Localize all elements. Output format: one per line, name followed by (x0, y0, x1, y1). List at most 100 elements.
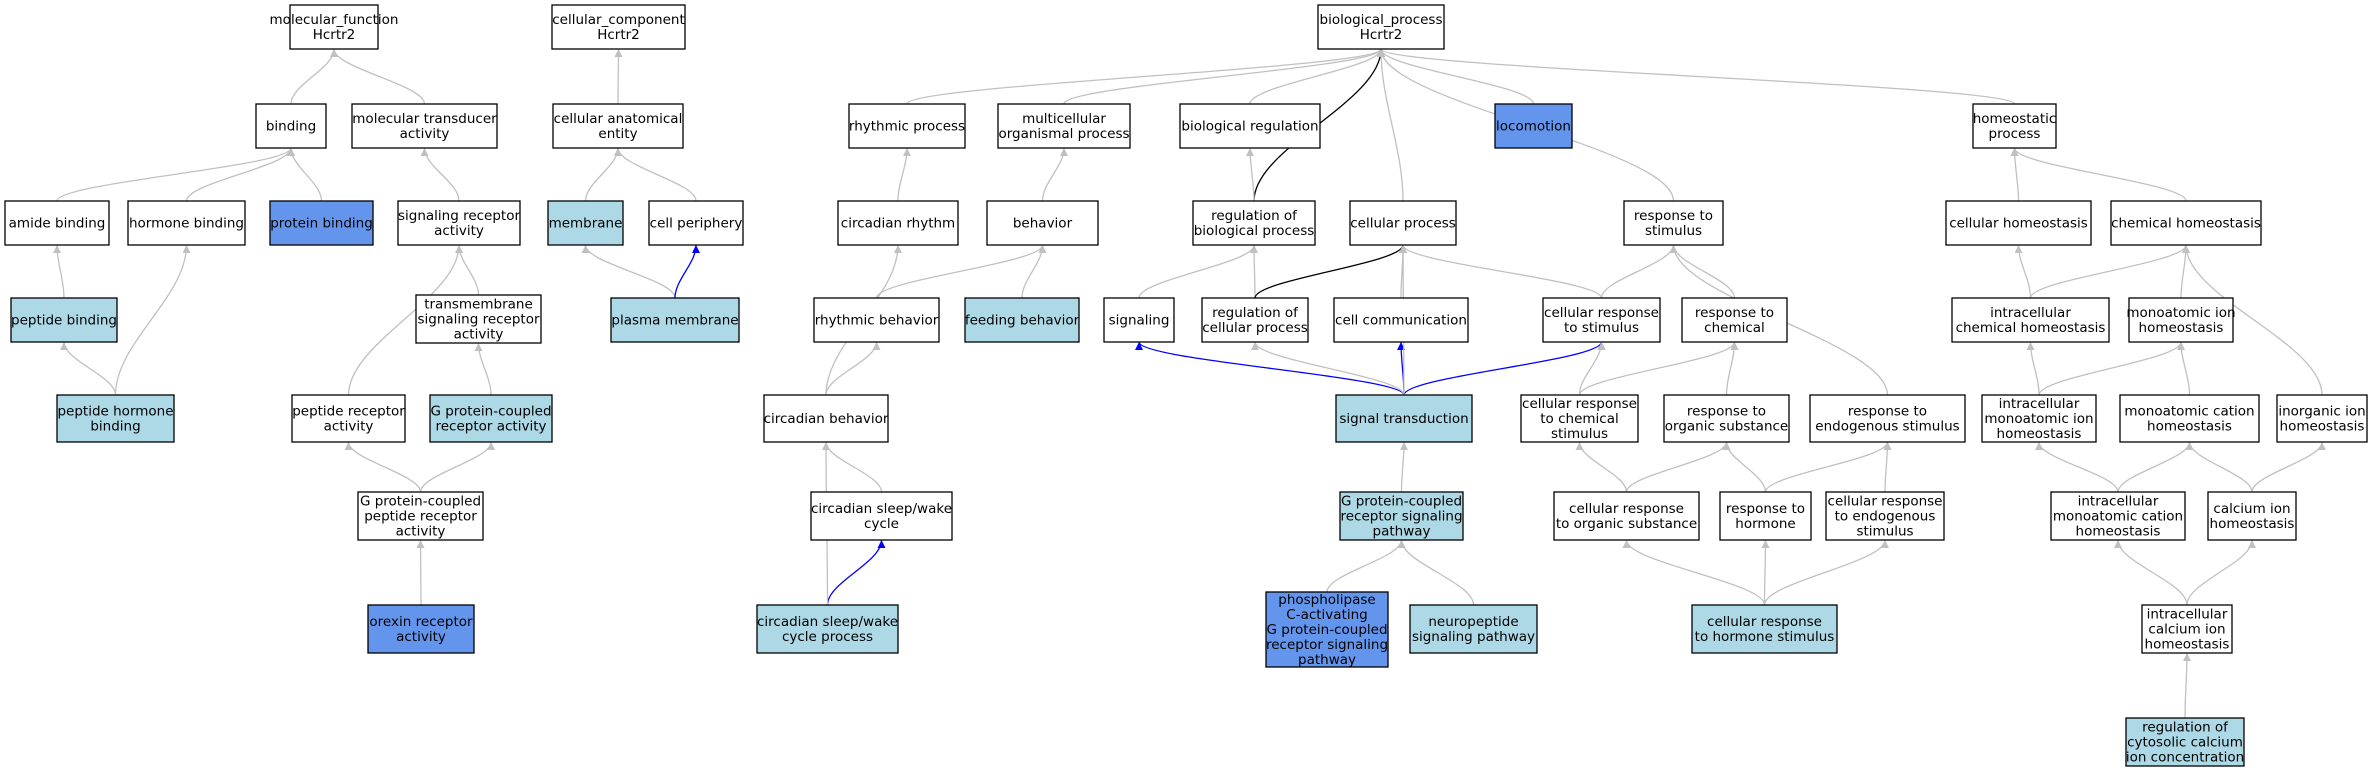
go-node-label: biological process (1194, 223, 1315, 239)
go-node-label: protein binding (270, 216, 373, 232)
go-node-protein-binding: protein binding (269, 200, 374, 246)
go-node-box (997, 103, 1131, 149)
go-node-label: cytosolic calcium (2127, 735, 2243, 751)
go-node-label: homeostasis (2147, 419, 2232, 435)
edge-reg-cell-process-to-cellular-process (1254, 244, 1407, 299)
edge-reg-bio-process-to-bio-regulation (1246, 147, 1255, 202)
go-node-box (848, 103, 966, 149)
edge-chemical-homeostasis-to-homeostatic (2010, 147, 2187, 202)
edge-reg-cytosolic-calcium-to-intra-calcium-homeo (2182, 652, 2191, 719)
go-node-label: to organic substance (1556, 516, 1697, 532)
edge-cell-resp-hormone-to-resp-hormone (1761, 539, 1770, 606)
go-node-label: response to (1634, 208, 1713, 224)
go-node-label: phospholipase (1278, 592, 1376, 608)
go-node-label: cellular homeostasis (1949, 216, 2088, 232)
go-node-label: monoatomic ion (1984, 411, 2093, 427)
go-node-box (1951, 297, 2110, 343)
edge-peptide-hormone-binding-to-peptide-binding (60, 341, 117, 396)
go-node-label: to chemical (1540, 411, 1618, 427)
go-node-box (1103, 297, 1175, 343)
go-node-box (1825, 491, 1945, 541)
go-node-label: stimulus (1856, 524, 1913, 540)
edge-signaling-to-reg-bio-process (1138, 244, 1258, 299)
edge-peptide-hormone-binding-to-hormone-binding (114, 244, 191, 396)
go-node-box (2050, 491, 2186, 541)
go-node-plasma-membrane: plasma membrane (610, 297, 740, 343)
edge-gpcr-activity-to-transmembrane-sig (474, 342, 492, 396)
go-node-box (551, 4, 686, 50)
go-node-box (1809, 394, 1966, 443)
edge-cell-resp-chemical-to-cell-resp-stimulus (1578, 341, 1606, 396)
go-node-label: homeostasis (2145, 637, 2230, 653)
go-node-label: behavior (1013, 216, 1073, 232)
go-node-label: monoatomic cation (2124, 404, 2254, 420)
go-node-box (1681, 297, 1788, 343)
go-node-label: cellular_component (552, 12, 684, 28)
go-node-label: homeostasis (2210, 516, 2295, 532)
edge-locomotion-to-bp-root (1377, 48, 1535, 105)
go-node-box (127, 200, 246, 246)
edge-multicellular-to-bp-root (1063, 48, 1385, 105)
edge-cell-resp-endogenous-to-resp-endogenous (1883, 441, 1892, 493)
go-node-label: response to (1726, 501, 1805, 517)
go-node-label: biological_process (1320, 12, 1443, 28)
go-node-label: endogenous stimulus (1815, 419, 1959, 435)
edge-intra-calcium-homeo-to-intra-mono-cation-homeo (2114, 539, 2188, 606)
edges-layer (53, 48, 2326, 719)
go-node-circadian-rhythm: circadian rhythm (837, 200, 959, 246)
go-node-box (415, 294, 542, 344)
go-node-box (4, 200, 110, 246)
go-node-rhythmic-process: rhythmic process (848, 103, 966, 149)
go-node-label: pathway (1373, 524, 1431, 540)
edge-homeostatic-to-bp-root (1377, 48, 2016, 105)
go-node-peptide-binding: peptide binding (10, 297, 118, 343)
edge-intra-chem-homeo-to-cellular-homeostasis (2014, 244, 2032, 299)
go-node-label: Hcrtr2 (597, 27, 640, 43)
go-node-label: receptor activity (435, 419, 546, 435)
go-node-cell-periphery: cell periphery (648, 200, 744, 246)
edge-peptide-receptor-to-sig-receptor (347, 244, 463, 396)
go-node-amide-binding: amide binding (4, 200, 110, 246)
go-node-label: cellular process (1350, 216, 1456, 232)
edge-cellular-homeostasis-to-homeostatic (2010, 147, 2020, 202)
go-node-box (756, 604, 899, 654)
go-node-label: signaling receptor (398, 208, 521, 224)
edge-cell-resp-organic-to-cell-resp-chemical (1575, 441, 1628, 493)
go-node-label: organic substance (1665, 419, 1788, 435)
edge-gpcr-peptide-receptor-to-peptide-receptor (344, 441, 422, 493)
edge-plasma-membrane-to-cell-periphery (674, 244, 700, 299)
edge-cell-resp-chemical-to-resp-chemical (1578, 341, 1739, 396)
go-node-label: cycle process (782, 629, 873, 645)
go-node-label: peptide receptor (292, 404, 405, 420)
go-node-chemical-homeostasis: chemical homeostasis (2110, 200, 2262, 246)
go-node-label: cellular response (1707, 614, 1822, 630)
go-node-signal-transduction: signal transduction (1335, 394, 1473, 443)
edge-cell-resp-hormone-to-cell-resp-endogenous (1763, 539, 1889, 606)
go-node-label: receptor signaling (1266, 637, 1388, 653)
edge-reg-cell-process-to-reg-bio-process (1250, 244, 1259, 299)
go-node-label: hormone binding (129, 216, 244, 232)
go-node-label: locomotion (1496, 119, 1571, 135)
go-node-label: circadian rhythm (841, 216, 955, 232)
go-node-box (291, 394, 406, 443)
go-node-label: orexin receptor (369, 614, 473, 630)
edge-binding-to-mf-root (290, 48, 338, 105)
go-node-label: C-activating (1286, 607, 1367, 623)
go-node-label: regulation of (1211, 208, 1298, 224)
edge-circadian-rhythm-to-rhythmic-process (897, 147, 911, 202)
go-node-box (1691, 604, 1838, 654)
go-node-label: binding (266, 119, 316, 135)
edge-cell-resp-stimulus-to-response-stimulus (1600, 244, 1678, 299)
go-node-label: signaling pathway (1412, 629, 1535, 645)
